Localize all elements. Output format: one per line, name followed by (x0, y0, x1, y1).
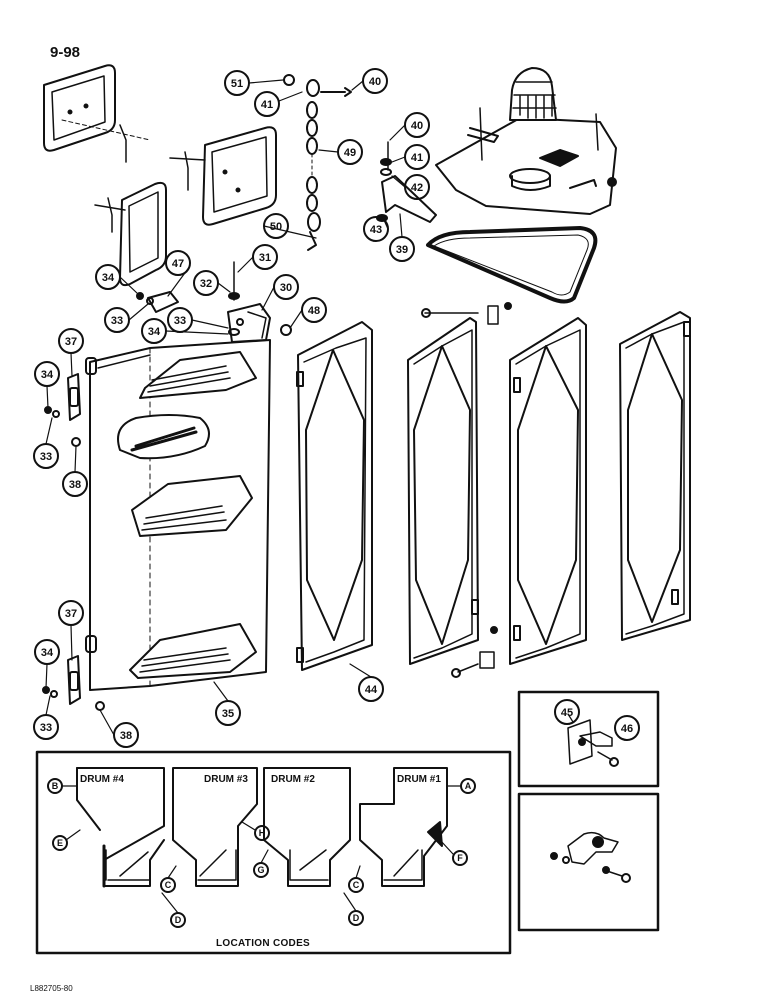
callout-42: 42 (411, 182, 423, 194)
leader-lines (45, 79, 406, 736)
callout-38: 38 (120, 730, 132, 742)
hinge-bracket (136, 261, 292, 343)
drum-4-label: DRUM #4 (80, 774, 124, 785)
callout-51: 51 (231, 78, 243, 90)
location-codes-title: LOCATION CODES (216, 938, 311, 949)
callout-34: 34 (102, 272, 115, 284)
callout-32: 32 (200, 278, 212, 290)
drum-1-label: DRUM #1 (397, 774, 441, 785)
callout-35: 35 (222, 708, 234, 720)
code-g: G (257, 865, 264, 875)
drum-3-label: DRUM #3 (204, 774, 248, 785)
callout-49: 49 (344, 147, 356, 159)
code-h: H (259, 828, 266, 838)
callout-38: 38 (69, 479, 81, 491)
code-b: B (52, 781, 59, 791)
drum-shelf-unit (85, 339, 271, 691)
callout-34: 34 (41, 647, 54, 659)
callout-37: 37 (65, 336, 77, 348)
code-f: F (457, 853, 463, 863)
callout-34: 34 (41, 369, 54, 381)
gasket (426, 226, 598, 304)
drum-2-label: DRUM #2 (271, 774, 315, 785)
code-c: C (165, 880, 172, 890)
callout-44: 44 (365, 684, 378, 696)
callout-30: 30 (280, 282, 292, 294)
callout-45: 45 (561, 707, 573, 719)
callout-41: 41 (261, 99, 273, 111)
callout-43: 43 (370, 224, 382, 236)
callout-46: 46 (621, 723, 633, 735)
callout-47: 47 (172, 258, 184, 270)
callout-34: 34 (148, 326, 161, 338)
callout-33: 33 (174, 315, 186, 327)
chain-assembly (283, 74, 352, 251)
callout-50: 50 (270, 221, 282, 233)
callout-39: 39 (396, 244, 408, 256)
code-c: C (353, 880, 360, 890)
callout-40: 40 (369, 76, 381, 88)
code-d: D (175, 915, 182, 925)
inset-boxes (517, 690, 660, 932)
window-frames (43, 64, 277, 287)
callout-40: 40 (411, 120, 423, 132)
callout-33: 33 (40, 451, 52, 463)
page-number: 9-98 (50, 44, 81, 61)
callout-41: 41 (411, 152, 423, 164)
reference-number: L882705-80 (30, 984, 73, 993)
callout-33: 33 (111, 315, 123, 327)
code-a: A (465, 781, 472, 791)
callout-31: 31 (259, 252, 271, 264)
top-cover (435, 67, 617, 215)
callout-48: 48 (308, 305, 320, 317)
location-codes-diagram (35, 750, 512, 955)
bracket (376, 141, 437, 223)
door-panels (296, 302, 691, 678)
callout-37: 37 (65, 608, 77, 620)
latches (42, 373, 105, 711)
callout-33: 33 (40, 722, 52, 734)
code-e: E (57, 838, 63, 848)
code-d: D (353, 913, 360, 923)
